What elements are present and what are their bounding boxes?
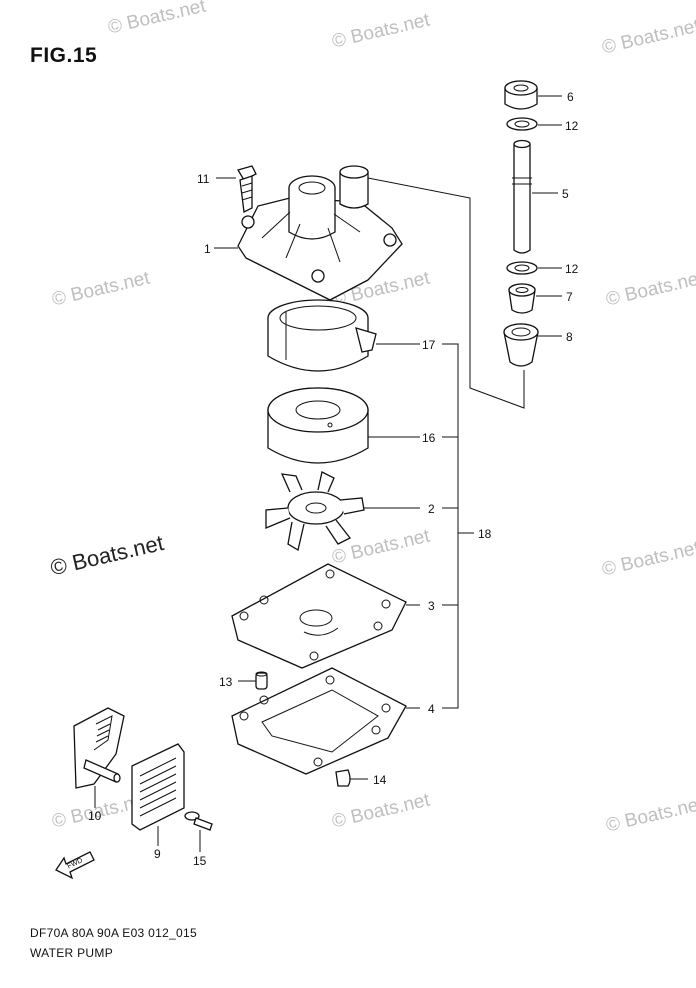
callout-11: 11: [197, 172, 210, 186]
callout-12: 12: [565, 119, 579, 133]
key: [335, 769, 351, 787]
water-tube: [512, 139, 532, 254]
pump-case: [237, 165, 403, 301]
callout-7: 7: [566, 290, 573, 304]
gasket: [231, 667, 407, 775]
bolt: [237, 165, 257, 213]
figure-title: FIG.15: [30, 44, 98, 67]
impeller: [265, 471, 365, 552]
callout-5: 5: [562, 187, 569, 201]
callout-12: 12: [565, 262, 579, 276]
callout-16: 16: [422, 431, 436, 445]
callout-6: 6: [567, 90, 574, 104]
callout-13: 13: [219, 675, 233, 689]
callout-2: 2: [428, 502, 435, 516]
impeller-housing: [267, 387, 369, 464]
grommet: [504, 80, 538, 110]
callout-4: 4: [428, 702, 435, 716]
callout-18: 18: [478, 527, 492, 541]
callout-1: 1: [204, 242, 211, 256]
callout-8: 8: [566, 330, 573, 344]
callout-10: 10: [88, 809, 102, 823]
grommet-lower: [503, 323, 539, 367]
callout-17: 17: [422, 338, 436, 352]
callout-numbers: 11 1 6 12 5 12 7 8 17 16 2 18 3 4 13 14 …: [88, 90, 579, 868]
callout-15: 15: [193, 854, 207, 868]
pump-liner: [267, 299, 377, 372]
leader-lines: [94, 95, 562, 852]
o-ring-lower: [506, 261, 538, 275]
callout-9: 9: [154, 847, 161, 861]
o-ring-upper: [506, 117, 538, 131]
dowel-pin: [255, 671, 268, 690]
seal: [508, 283, 536, 314]
bracket: [73, 707, 125, 789]
pump-plate: [231, 563, 407, 669]
fwd-arrow-icon: FWD: [55, 851, 95, 880]
screw: [184, 811, 213, 831]
section-name: WATER PUMP: [30, 946, 113, 960]
model-code: DF70A 80A 90A E03 012_015: [30, 926, 197, 940]
callout-3: 3: [428, 599, 435, 613]
intake-grille: [131, 743, 185, 831]
callout-14: 14: [373, 773, 387, 787]
